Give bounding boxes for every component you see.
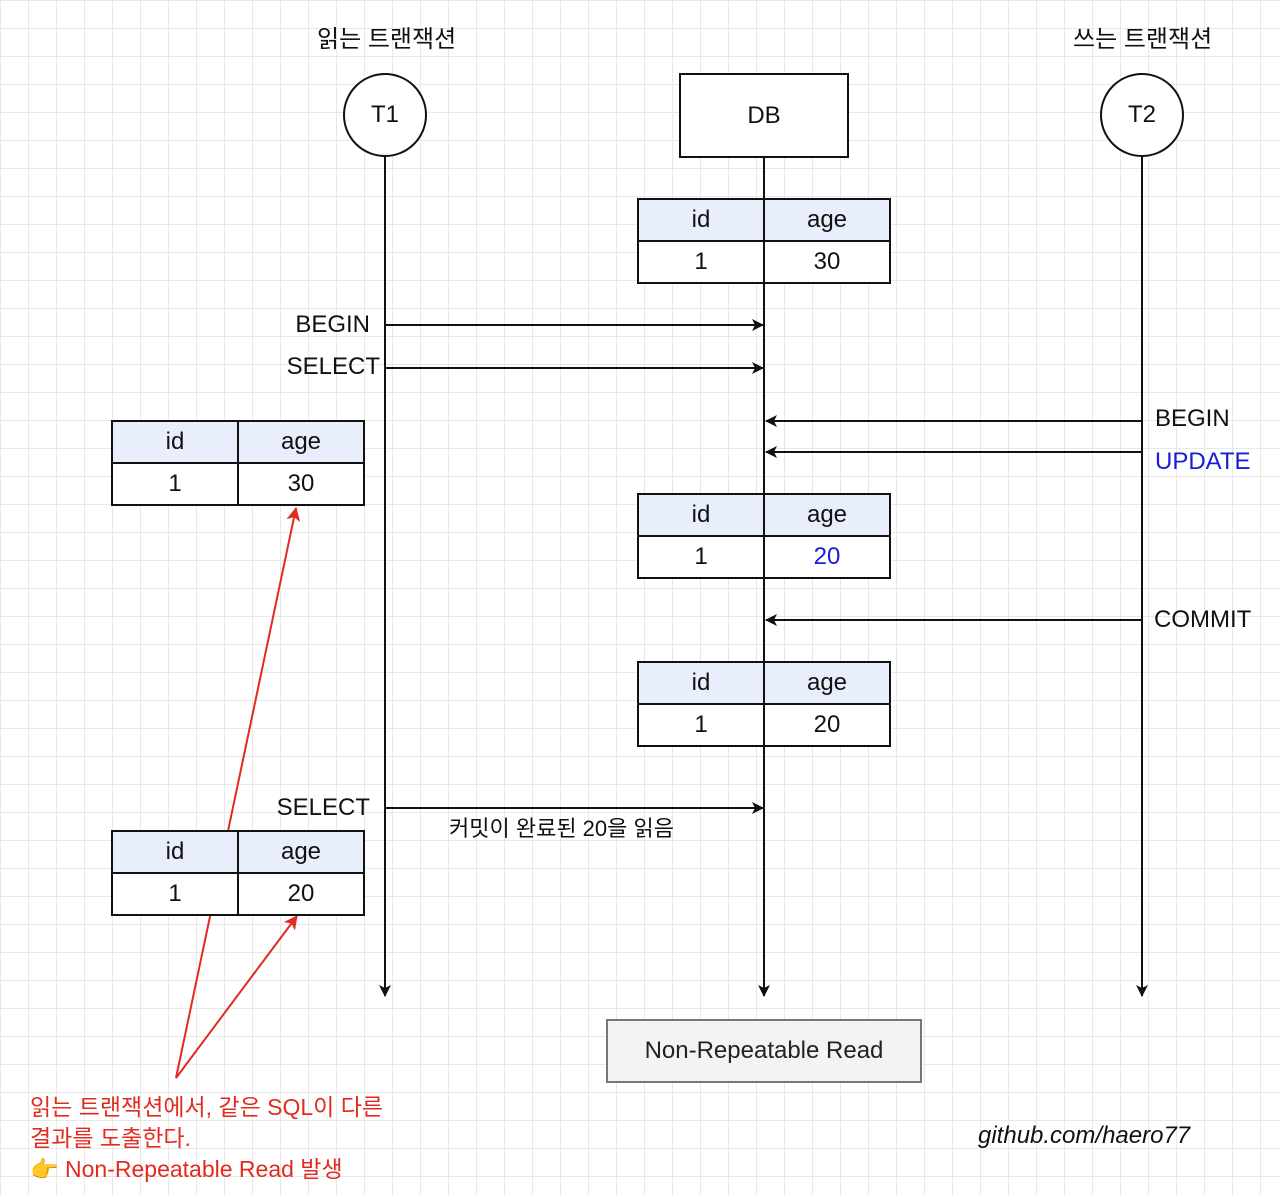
table-header-age: age: [237, 420, 365, 464]
t2-update-label: UPDATE: [1155, 448, 1251, 475]
table-header-id: id: [637, 198, 765, 242]
db-label: DB: [747, 101, 781, 129]
annotation-line-3: 👉 Non-Repeatable Read 발생: [30, 1154, 383, 1185]
t2-node: T2: [1100, 73, 1184, 157]
phenomenon-banner: Non-Repeatable Read: [606, 1019, 922, 1083]
t1-select1-label: SELECT: [286, 353, 380, 380]
t2-commit-label: COMMIT: [1154, 606, 1252, 633]
t1-label: T1: [370, 101, 399, 128]
t1-select2-note: 커밋이 완료된 20을 읽음: [449, 816, 674, 841]
table-header-age: age: [237, 830, 365, 874]
table-header-id: id: [637, 661, 765, 705]
table-cell-id: 1: [111, 462, 239, 506]
annotation-arrow-to-result1: [175, 506, 301, 1079]
t1-node: T1: [343, 73, 427, 157]
banner-label: Non-Repeatable Read: [644, 1037, 884, 1064]
t1-begin-label: BEGIN: [295, 311, 370, 338]
table-cell-age: 20: [763, 703, 891, 747]
table-cell-id: 1: [637, 535, 765, 579]
pointing-hand-icon: 👉: [30, 1156, 59, 1182]
table-header-age: age: [763, 198, 891, 242]
table-cell-id: 1: [637, 240, 765, 284]
table-header-id: id: [637, 493, 765, 537]
t1-select2-label: SELECT: [276, 794, 370, 821]
table-header-id: id: [111, 830, 239, 874]
annotation-line-3-text: Non-Repeatable Read 발생: [65, 1156, 343, 1182]
credit-text: github.com/haero77: [978, 1122, 1191, 1149]
table-header-id: id: [111, 420, 239, 464]
t1-title: 읽는 트랜잭션: [317, 26, 457, 53]
table-cell-age-updated: 20: [763, 535, 891, 579]
db-node: DB: [679, 73, 849, 158]
t2-label: T2: [1127, 101, 1156, 128]
annotation-line-2: 결과를 도출한다.: [30, 1125, 191, 1151]
table-cell-age: 20: [237, 872, 365, 916]
table-cell-age: 30: [763, 240, 891, 284]
table-cell-age: 30: [237, 462, 365, 506]
annotation-note: 읽는 트랜잭션에서, 같은 SQL이 다른 결과를 도출한다. 👉 Non-Re…: [30, 1092, 383, 1185]
table-header-age: age: [763, 661, 891, 705]
t2-begin-label: BEGIN: [1155, 405, 1230, 432]
t2-title: 쓰는 트랜잭션: [1073, 26, 1213, 53]
table-header-age: age: [763, 493, 891, 537]
annotation-line-1: 읽는 트랜잭션에서, 같은 SQL이 다른: [30, 1094, 384, 1120]
table-cell-id: 1: [637, 703, 765, 747]
annotation-arrow-to-result2: [175, 915, 298, 1079]
table-cell-id: 1: [111, 872, 239, 916]
